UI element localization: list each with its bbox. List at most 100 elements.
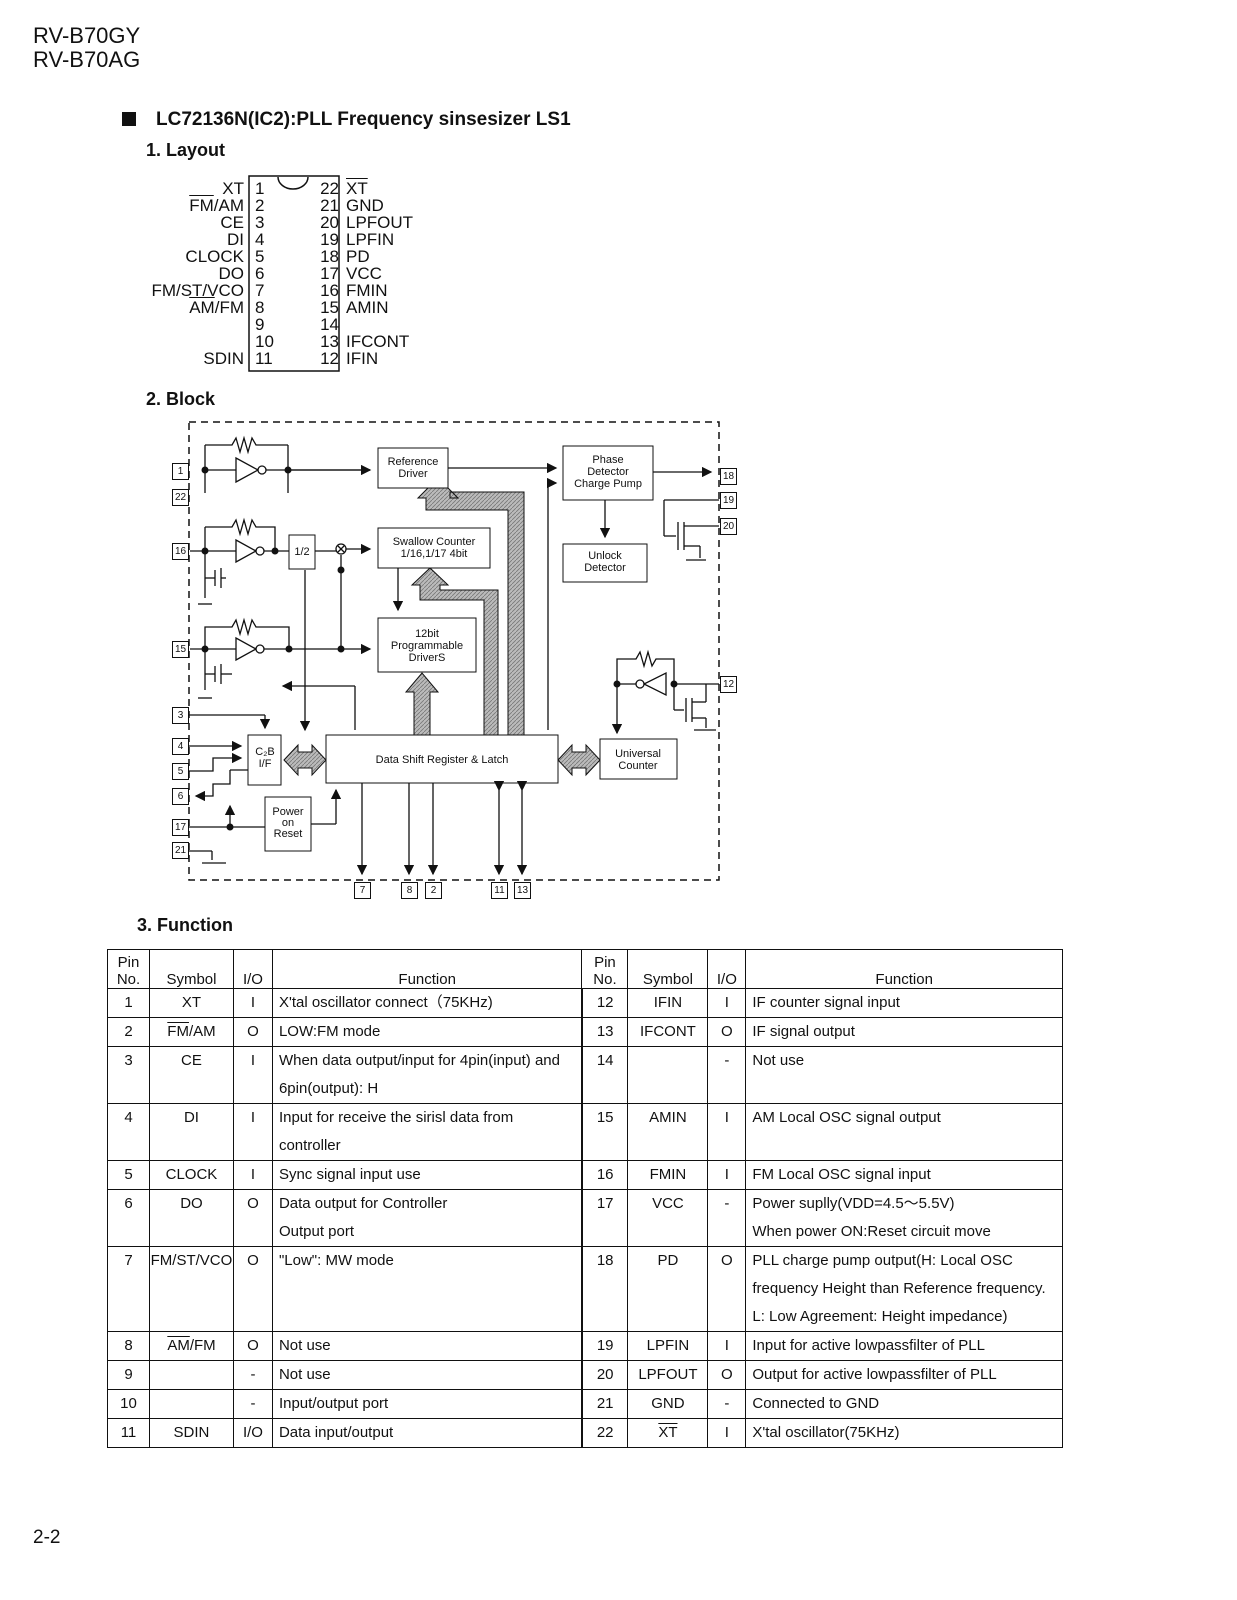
pin-number-right: 13 (320, 332, 339, 351)
cell-function: Not use (271, 1360, 583, 1390)
pin-label-right: AMIN (346, 298, 389, 317)
function-line: Power suplly(VDD=4.5～5.5V) (752, 1195, 955, 1212)
function-line: Input for active lowpassfilter of PLL (752, 1337, 985, 1354)
cell-pin: 2 (107, 1017, 150, 1047)
pin-label-left: SDIN (203, 349, 244, 368)
function-line: Input for receive the sirisl data from (278, 1109, 514, 1126)
header-function-right: Function (745, 949, 1063, 989)
cell-pin: 8 (107, 1331, 150, 1361)
function-line: IF signal output (752, 1023, 855, 1040)
function-line: When power ON:Reset circuit move (752, 1223, 991, 1240)
cell-io: - (707, 1189, 747, 1247)
block-label-reference-driver: Reference (387, 456, 439, 468)
cell-symbol: SDIN (148, 1418, 234, 1448)
cell-function: FM Local OSC signal input (745, 1160, 1063, 1190)
block-label-unlock-detector: Unlock (588, 550, 622, 562)
cell-pin: 15 (580, 1103, 629, 1161)
cell-function: IF counter signal input (745, 988, 1063, 1018)
header-pin-no: Pin No. (107, 949, 150, 989)
cell-pin: 19 (580, 1331, 629, 1361)
block-pin-box: 15 (172, 641, 189, 658)
function-line: Output port (278, 1223, 354, 1240)
cell-io: I (707, 1331, 747, 1361)
block-label-power-on-reset: Power (272, 805, 304, 818)
cell-io: I (707, 1103, 747, 1161)
model-name-1: RV-B70GY (33, 23, 141, 48)
cell-symbol: DO (148, 1189, 234, 1247)
function-line (279, 1275, 575, 1303)
header-io: I/O (232, 949, 273, 989)
function-line: Input/output port (278, 1395, 389, 1412)
pin-label-right: GND (346, 196, 384, 215)
cell-symbol: GND (627, 1389, 709, 1419)
pin-label-left: DO (218, 264, 245, 283)
cell-function: Not use (745, 1046, 1063, 1104)
function-line: "Low": MW mode (278, 1252, 394, 1269)
cell-symbol: FM/AM (148, 1017, 234, 1047)
cell-pin: 7 (107, 1246, 150, 1332)
cell-function: "Low": MW mode (271, 1246, 583, 1332)
function-line: Not use (278, 1366, 331, 1383)
block-pin-box: 7 (354, 882, 371, 899)
cell-io: - (232, 1360, 273, 1390)
pin-number-right: 12 (320, 349, 339, 368)
block-pin-box: 18 (720, 468, 737, 485)
cell-function: Output for active lowpassfilter of PLL (745, 1360, 1063, 1390)
cell-function: Input/output port (271, 1389, 583, 1419)
bus-to-swallow-counter (410, 567, 499, 736)
function-line (279, 1303, 575, 1331)
reference-driver-block (377, 447, 449, 489)
am-oscillator (190, 555, 372, 732)
cell-pin: 10 (107, 1389, 150, 1419)
block-label-phase-detector: Detector (587, 466, 629, 478)
function-line: Not use (278, 1337, 331, 1354)
cell-function: Sync signal input use (271, 1160, 583, 1190)
function-line: Not use (752, 1052, 805, 1069)
function-line: controller (278, 1137, 341, 1154)
page-number: 2-2 (33, 1527, 61, 1548)
block-diagram (188, 421, 720, 881)
cell-function: Data input/output (271, 1418, 583, 1448)
cell-symbol: IFCONT (627, 1017, 709, 1047)
cell-pin: 11 (107, 1418, 150, 1448)
function-line: When data output/input for 4pin(input) a… (278, 1052, 560, 1069)
block-pin-box: 19 (720, 492, 737, 509)
function-line: LOW:FM mode (278, 1023, 381, 1040)
lpf-transistor (663, 499, 719, 561)
section-layout-heading: 1. Layout (146, 140, 226, 160)
cell-function: X'tal oscillator connect（75KHz) (271, 988, 583, 1018)
cell-function: Input for receive the sirisl data from co… (271, 1103, 583, 1161)
pin-number-left: 7 (255, 281, 265, 300)
pin-label-left: AM/FM (189, 298, 244, 317)
cell-function: LOW:FM mode (271, 1017, 583, 1047)
block-pin-box: 22 (172, 489, 189, 506)
pin-number-right: 15 (320, 298, 339, 317)
cell-symbol (148, 1360, 234, 1390)
section-block-heading: 2. Block (146, 389, 216, 409)
header-symbol: Symbol (148, 949, 234, 989)
block-pin-box: 21 (172, 842, 189, 859)
block-label-data-shift: Data Shift Register & Latch (375, 754, 509, 766)
ic-package-outline (248, 175, 340, 372)
model-name-2: RV-B70AG (33, 47, 141, 72)
block-label-cb-if: I/F (258, 758, 272, 770)
pin-number-left: 9 (255, 315, 265, 334)
block-pin-box: 11 (491, 882, 508, 899)
cell-io: O (707, 1360, 747, 1390)
cell-io: I (232, 1160, 273, 1190)
function-line: L: Low Agreement: Height impedance) (752, 1308, 1008, 1325)
pin-number-right: 17 (320, 264, 339, 283)
block-label-universal-counter: Counter (618, 760, 658, 772)
pin-number-left: 8 (255, 298, 265, 317)
pin-label-right: IFIN (346, 349, 379, 368)
pin-number-right: 22 (320, 179, 339, 198)
cell-symbol: IFIN (627, 988, 709, 1018)
function-line: IF counter signal input (752, 994, 900, 1011)
function-line: 6pin(output): H (278, 1080, 379, 1097)
block-label-reference-driver: Driver (398, 468, 428, 480)
